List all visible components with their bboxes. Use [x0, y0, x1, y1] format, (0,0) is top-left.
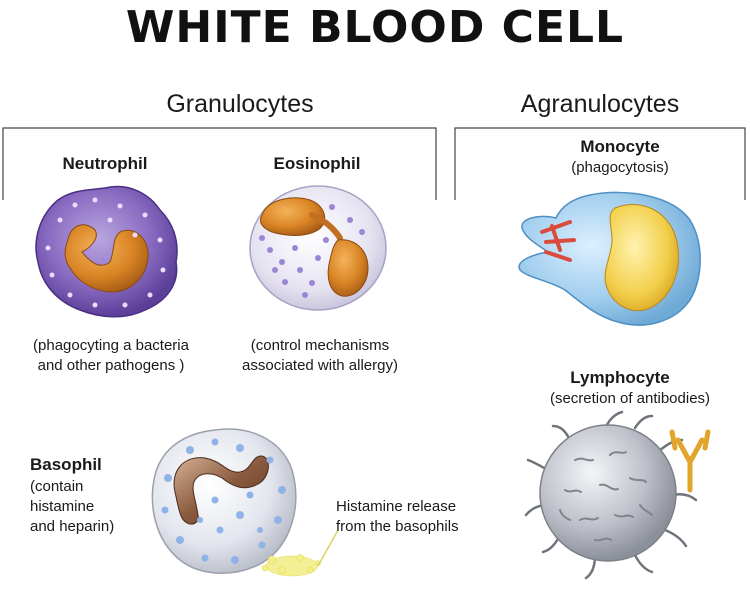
- eosinophil-label: Eosinophil: [273, 154, 361, 173]
- monocyte-description: (phagocytosis): [571, 159, 669, 176]
- eosinophil-description-line2: associated with allergy): [242, 357, 398, 374]
- basophil-cell: [151, 428, 339, 577]
- agranulocytes-heading: Agranulocytes: [520, 90, 680, 118]
- lymphocyte-label: Lymphocyte: [570, 368, 670, 387]
- histamine-release-icon: [261, 554, 321, 577]
- histamine-annotation-line1: Histamine release: [336, 498, 457, 515]
- lymphocyte-description: (secretion of antibodies): [549, 390, 711, 407]
- monocyte-cell: [518, 191, 701, 326]
- monocyte-label: Monocyte: [580, 137, 660, 156]
- neutrophil-label: Neutrophil: [62, 154, 148, 173]
- antibody-icon: [669, 429, 711, 493]
- neutrophil-cell: [35, 185, 178, 318]
- page-title: WHITE BLOOD CELL: [125, 2, 625, 53]
- eosinophil-description-line1: (control mechanisms: [250, 337, 390, 354]
- histamine-annotation-line2: from the basophils: [336, 518, 459, 535]
- lymphocyte-cell: [524, 410, 711, 580]
- granulocytes-bracket: [2, 127, 437, 200]
- basophil-label: Basophil: [30, 455, 102, 474]
- neutrophil-description-line1: (phagocyting a bacteria: [33, 337, 189, 354]
- eosinophil-cell: [249, 185, 387, 311]
- neutrophil-description-line2: and other pathogens ): [37, 357, 185, 374]
- agranulocytes-bracket: [454, 127, 746, 200]
- basophil-description-line1: (contain: [30, 478, 84, 495]
- granulocytes-heading: Granulocytes: [166, 90, 314, 118]
- basophil-description-line2: histamine: [30, 498, 95, 515]
- basophil-description-line3: and heparin): [30, 518, 115, 535]
